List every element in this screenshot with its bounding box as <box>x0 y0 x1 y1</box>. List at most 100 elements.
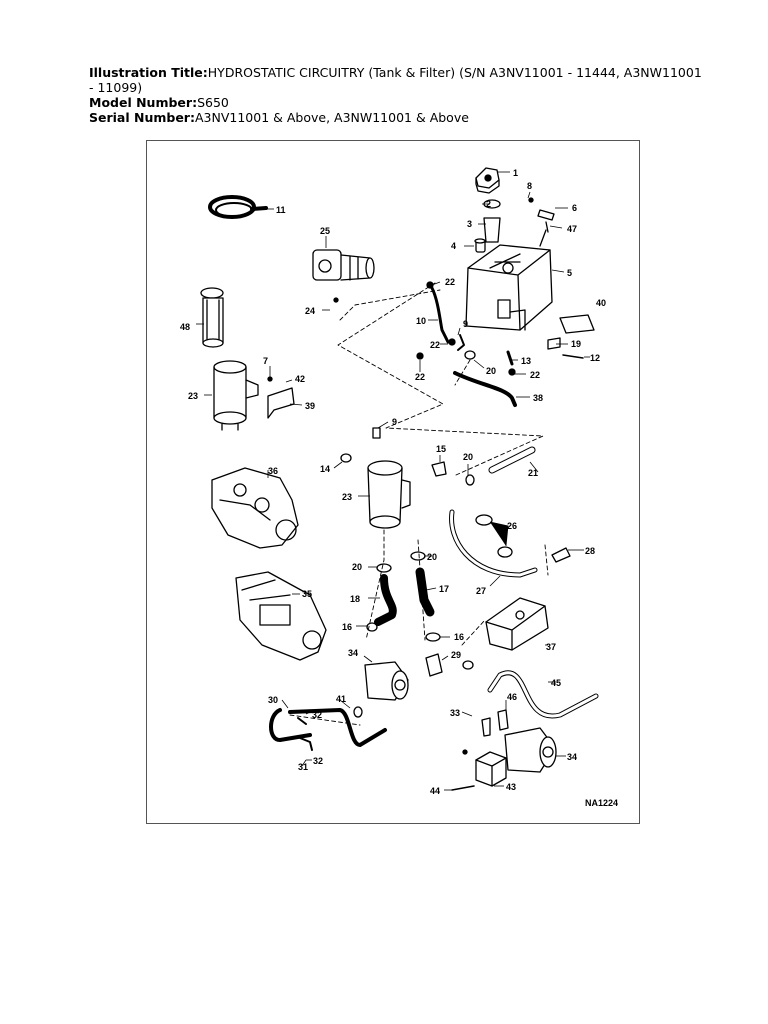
callout-12: 12 <box>590 353 600 363</box>
callout-39: 39 <box>305 401 315 411</box>
callout-leader-lines <box>196 171 590 791</box>
part-bracket-42 <box>267 387 295 419</box>
part-clamp-26b <box>497 546 513 558</box>
callout-19: 19 <box>571 339 581 349</box>
callout-30: 30 <box>268 695 278 705</box>
callout-40: 40 <box>596 298 606 308</box>
callout-20: 20 <box>427 552 437 562</box>
callout-37: 37 <box>546 642 556 652</box>
part-bolt-12 <box>562 354 584 359</box>
callout-33: 33 <box>450 708 460 718</box>
callout-13: 13 <box>521 356 531 366</box>
model-number-value: S650 <box>197 95 229 110</box>
serial-number: Serial Number:A3NV11001 & Above, A3NW110… <box>89 110 709 125</box>
parts-diagram-frame <box>146 140 640 824</box>
callout-22: 22 <box>430 340 440 350</box>
callout-16: 16 <box>342 622 352 632</box>
part-cap-1 <box>475 167 500 194</box>
part-fitting-22b <box>448 338 456 346</box>
callout-42: 42 <box>295 374 305 384</box>
callout-26: 26 <box>507 521 517 531</box>
callout-44: 44 <box>430 786 440 796</box>
callout-2: 2 <box>486 199 491 209</box>
callout-18: 18 <box>350 594 360 604</box>
part-bolt-44 <box>451 785 475 791</box>
serial-number-label: Serial Number: <box>89 110 195 125</box>
callout-34: 34 <box>348 648 358 658</box>
part-oring-33 <box>462 660 474 670</box>
callout-22: 22 <box>445 277 455 287</box>
part-clamp-20d <box>410 551 426 561</box>
model-number-label: Model Number: <box>89 95 198 110</box>
callout-20: 20 <box>486 366 496 376</box>
part-plate-40 <box>559 314 595 334</box>
part-strainer-3 <box>483 217 501 243</box>
callout-15: 15 <box>436 444 446 454</box>
part-fitting-29 <box>425 653 443 677</box>
callout-14: 14 <box>320 464 330 474</box>
part-bracket-6 <box>528 197 555 247</box>
callout-6: 6 <box>572 203 577 213</box>
callout-48: 48 <box>180 322 190 332</box>
callout-34: 34 <box>567 752 577 762</box>
part-filter-housing-23a <box>213 360 259 431</box>
part-clamp-26a <box>475 514 493 526</box>
callout-25: 25 <box>320 226 330 236</box>
part-filter-housing-23b <box>367 460 411 529</box>
callout-20: 20 <box>352 562 362 572</box>
part-hose-coil-11 <box>208 195 268 219</box>
part-clamp-20a <box>464 350 476 360</box>
part-fitting-4 <box>474 238 486 253</box>
callout-8: 8 <box>527 181 532 191</box>
part-pump-35 <box>235 571 327 661</box>
part-clamp-16b <box>425 632 441 642</box>
part-fitting-9b <box>372 427 381 439</box>
callout-23: 23 <box>342 492 352 502</box>
callout-23: 23 <box>188 391 198 401</box>
part-hose-18 <box>374 574 397 626</box>
part-clamp-16a <box>366 622 378 632</box>
part-clamp-20c <box>376 563 392 573</box>
callout-32: 32 <box>313 756 323 766</box>
part-oring-41 <box>353 706 363 718</box>
callout-1: 1 <box>513 168 518 178</box>
part-valve-37 <box>485 597 549 651</box>
callout-22: 22 <box>415 372 425 382</box>
illustration-title-value: HYDROSTATIC CIRCUITRY (Tank & Filter) (S… <box>89 65 702 95</box>
callout-24: 24 <box>305 306 315 316</box>
callout-20: 20 <box>463 452 473 462</box>
callout-41: 41 <box>336 694 346 704</box>
part-fitting-14 <box>340 453 352 463</box>
part-fitting-46 <box>497 709 509 731</box>
callout-3: 3 <box>467 219 472 229</box>
part-hose-38 <box>453 371 517 407</box>
callout-22: 22 <box>530 370 540 380</box>
callout-16: 16 <box>454 632 464 642</box>
part-filter-element-48 <box>200 287 224 348</box>
callout-45: 45 <box>551 678 561 688</box>
callout-28: 28 <box>585 546 595 556</box>
part-fitting-32 <box>297 717 313 751</box>
callout-17: 17 <box>439 584 449 594</box>
callout-7: 7 <box>263 356 268 366</box>
callout-11: 11 <box>276 205 286 215</box>
illustration-title-label: Illustration Title: <box>89 65 208 80</box>
part-motor-25 <box>312 249 375 303</box>
callout-21: 21 <box>528 468 538 478</box>
assembly-leader-lines <box>289 282 549 726</box>
callout-29: 29 <box>451 650 461 660</box>
model-number: Model Number:S650 <box>89 95 709 110</box>
callout-35: 35 <box>302 589 312 599</box>
part-elbow-15 <box>431 461 447 477</box>
part-fitting-22c <box>416 352 424 360</box>
callout-5: 5 <box>567 268 572 278</box>
callout-38: 38 <box>533 393 543 403</box>
drawing-code: NA1224 <box>585 798 618 808</box>
callout-32: 32 <box>312 710 322 720</box>
callout-10: 10 <box>416 316 426 326</box>
callout-9: 9 <box>463 319 468 329</box>
part-spacer-19 <box>547 337 561 350</box>
callout-47: 47 <box>567 224 577 234</box>
callout-43: 43 <box>506 782 516 792</box>
